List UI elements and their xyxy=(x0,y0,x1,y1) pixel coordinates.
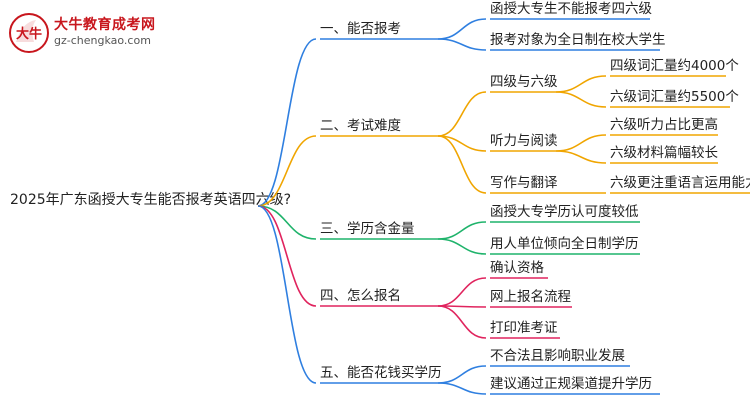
branch-3: 三、学历含金量 xyxy=(320,221,415,237)
leaf-connector-2-2-2 xyxy=(555,150,607,164)
subtopic-2-3: 写作与翻译 xyxy=(490,175,558,191)
branch-connector-4 xyxy=(257,205,317,307)
subtopic-4-2: 网上报名流程 xyxy=(490,289,571,305)
leaf-2-2-1: 六级听力占比更高 xyxy=(610,116,718,133)
leaf-2-1-1: 四级词汇量约4000个 xyxy=(610,58,739,74)
subtopic-1-1: 函授大专生不能报考四六级 xyxy=(490,1,652,17)
sub-connector-2-1 xyxy=(437,91,487,137)
logo: 大牛 大牛教育成考网 gz-chengkao.com xyxy=(8,12,178,54)
branch-5: 五、能否花钱买学历 xyxy=(320,365,442,381)
sub-connector-3-1 xyxy=(437,221,487,240)
sub-connector-1-2 xyxy=(437,38,487,51)
leaf-connector-2-1-1 xyxy=(555,75,607,93)
logo-url: gz-chengkao.com xyxy=(54,34,151,47)
branch-4: 四、怎么报名 xyxy=(320,288,401,304)
branch-connector-3 xyxy=(257,205,317,240)
subtopic-2-1: 四级与六级 xyxy=(490,74,558,90)
root-topic: 2025年广东函授大专生能否报考英语四六级? xyxy=(10,191,291,208)
branch-1: 一、能否报考 xyxy=(320,21,401,37)
leaf-connector-2-2-1 xyxy=(555,134,607,152)
sub-connector-2-3 xyxy=(437,135,487,194)
subtopic-2-2: 听力与阅读 xyxy=(490,133,558,149)
sub-connector-3-2 xyxy=(437,238,487,255)
subtopic-3-1: 函授大专学历认可度较低 xyxy=(490,204,639,220)
subtopic-3-2: 用人单位倾向全日制学历 xyxy=(490,235,639,252)
subtopic-5-2: 建议通过正规渠道提升学历 xyxy=(490,376,652,392)
sub-connector-4-3 xyxy=(437,305,487,339)
sub-connector-1-1 xyxy=(437,18,487,40)
leaf-2-1-2: 六级词汇量约5500个 xyxy=(610,89,739,105)
logo-mark-icon: 大牛 xyxy=(9,13,49,53)
leaf-2-3-1: 六级更注重语言运用能力 xyxy=(610,175,750,191)
sub-connector-5-1 xyxy=(437,365,487,384)
logo-title: 大牛教育成考网 xyxy=(54,17,156,33)
logo-mark-text: 大牛 xyxy=(16,26,42,42)
subtopic-5-1: 不合法且影响职业发展 xyxy=(490,348,625,364)
branch-connector-2 xyxy=(257,135,317,207)
branch-connector-5 xyxy=(257,205,317,384)
sub-connector-4-1 xyxy=(437,277,487,307)
leaf-2-2-2: 六级材料篇幅较长 xyxy=(610,145,718,161)
branch-connector-1 xyxy=(257,38,317,207)
branch-2: 二、考试难度 xyxy=(320,118,401,134)
subtopic-4-1: 确认资格 xyxy=(490,260,544,276)
subtopic-1-2: 报考对象为全日制在校大学生 xyxy=(490,31,666,48)
leaf-connector-2-1-2 xyxy=(555,91,607,108)
subtopic-4-3: 打印准考证 xyxy=(490,319,558,336)
sub-connector-5-2 xyxy=(437,382,487,395)
